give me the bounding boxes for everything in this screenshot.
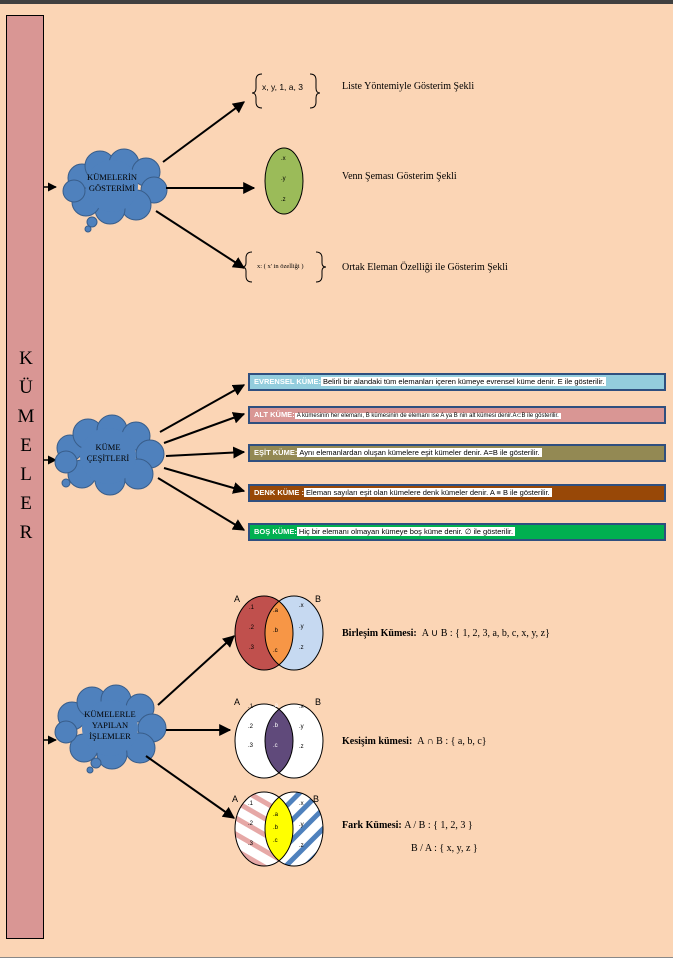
property-content: x: ( x' in özelliği ) [257,263,304,270]
list-content: x, y, 1, a, 3 [262,82,303,92]
cloud-line: YAPILAN [91,720,129,730]
difference-expr-2: B / A : { x, y, z } [411,843,478,854]
venn-item: .z [281,197,286,203]
cloud-line: İŞLEMLER [89,731,131,741]
cloud-gosterim-text: KÜMELERİN GÖSTERİMİ [74,172,150,194]
type-box-bos: BOŞ KÜME:Hiç bir elemanı olmayan kümeye … [248,523,666,541]
intersection-label: Kesişim kümesi: A ∩ B : { a, b, c} [342,736,487,747]
element: .y [299,822,304,828]
element: .1 [248,704,254,710]
element: .a [273,812,279,818]
venn-item: .y [281,176,286,182]
type-box-evrensel: EVRENSEL KÜME:Belirli bir alandaki tüm e… [248,373,666,391]
list-braces [251,73,321,109]
property-label: Ortak Eleman Özelliği ile Gösterim Şekli [342,262,508,273]
intersection-name: Kesişim kümesi: [342,736,413,747]
type-head: EŞİT KÜME: [254,448,298,457]
element: .z [299,843,304,849]
element: .c [273,648,278,654]
cloud-cesitler-text: KÜME ÇEŞİTLERİ [70,442,146,464]
union-expr: A ∪ B : { 1, 2, 3, a, b, c, x, y, z} [421,628,550,639]
element: .z [299,645,304,651]
element: .z [299,744,304,750]
cloud-shape [62,148,168,233]
title-letter: Ü [19,377,33,398]
bottom-border [0,957,673,962]
element: .3 [248,841,254,847]
set-a-label: A [234,594,241,604]
element: .3 [248,743,254,749]
element: .b [273,825,279,831]
cloud-line: KÜME [95,442,121,452]
list-label: Liste Yöntemiyle Gösterim Şekli [342,81,475,92]
type-box-denk: DENK KÜME :Eleman sayıları eşit olan küm… [248,484,666,502]
set-b-label: B [315,697,322,707]
element: .y [299,724,304,730]
set-b-label: B [315,594,322,604]
type-box-alt: ALT KÜME:A kümesinin her elemanı, B küme… [248,406,666,424]
type-body: Eleman sayıları eşit olan kümelere denk … [304,488,552,497]
title-sidebar: K Ü M E L E R [6,15,44,939]
cloud-line: KÜMELERİN [86,172,138,182]
difference-name: Fark Kümesi: [342,820,402,831]
cloud-line: KÜMELERLE [84,709,136,719]
element: .c [273,743,278,749]
union-label: Birleşim Kümesi: A ∪ B : { 1, 2, 3, a, b… [342,628,550,639]
element: .b [273,628,279,634]
union-name: Birleşim Kümesi: [342,628,417,639]
element: .x [299,801,304,807]
title-letters: K Ü M E L E R [7,344,45,547]
title-letter: M [17,406,35,427]
property-braces [241,251,327,283]
element: .1 [248,801,254,807]
set-a-label: A [232,794,239,804]
title-letter: R [19,522,33,543]
title-letter: E [20,435,32,456]
title-letter: L [20,464,32,485]
type-body: A kümesinin her elemanı, B kümesinin de … [294,413,561,419]
intersection-expr: A ∩ B : { a, b, c} [417,736,487,747]
type-body: Hiç bir elemanı olmayan kümeye boş küme … [296,527,516,536]
type-head: EVRENSEL KÜME: [254,377,321,386]
element: .a [273,608,279,614]
type-box-esit: EŞİT KÜME:Aynı elemanlardan oluşan kümel… [248,444,666,462]
element: .2 [249,625,255,631]
venn-item: .x [281,156,286,162]
intersection-venn [234,703,324,779]
title-letter: K [19,348,33,369]
cloud-line: GÖSTERİMİ [88,183,136,193]
venn-label: Venn Şeması Gösterim Şekli [342,171,457,182]
type-head: ALT KÜME: [254,410,295,419]
venn-ellipse [264,147,304,215]
element: .2 [248,821,254,827]
type-head: DENK KÜME : [254,488,304,497]
difference-venn [234,791,324,867]
element: .x [299,603,304,609]
difference-label: Fark Kümesi: A / B : { 1, 2, 3 } [342,820,473,831]
element: .2 [248,724,254,730]
cloud-islemler-text: KÜMELERLE YAPILAN İŞLEMLER [70,709,150,742]
type-body: Aynı elemanlardan oluşan kümelere eşit k… [297,448,542,457]
element: .x [299,704,304,710]
top-border [0,0,673,4]
element: .c [273,838,278,844]
set-a-label: A [234,697,241,707]
cloud-shape [54,684,167,774]
element: .a [273,703,279,709]
element: .3 [249,645,255,651]
element: .y [299,624,304,630]
type-body: Belirli bir alandaki tüm elemanları içer… [320,377,607,386]
set-b-label: B [313,794,320,804]
cloud-shape [54,414,165,496]
difference-expr: A / B : { 1, 2, 3 } [404,820,473,831]
cloud-line: ÇEŞİTLERİ [86,453,130,463]
type-head: BOŞ KÜME: [254,527,297,536]
title-letter: E [20,493,32,514]
element: .b [273,723,279,729]
element: .1 [249,605,255,611]
union-venn [234,595,324,671]
